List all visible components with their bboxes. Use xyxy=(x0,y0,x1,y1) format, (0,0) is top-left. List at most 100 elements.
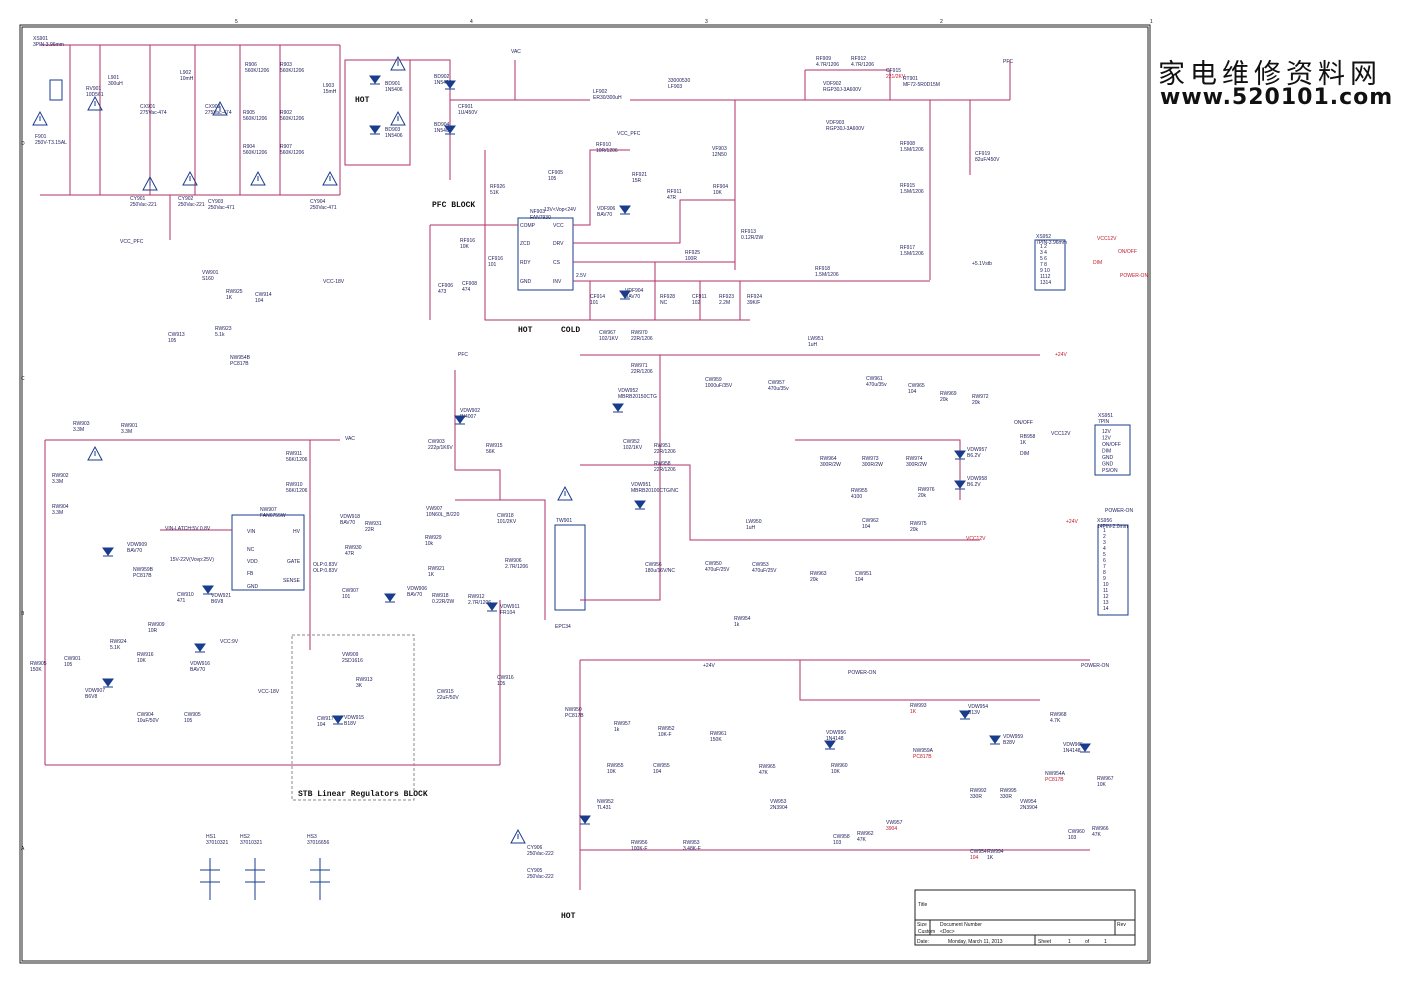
xs956-pin-4: 4 xyxy=(1103,546,1106,552)
border-row-1: C xyxy=(21,376,25,382)
border-col-3: 2 xyxy=(940,19,943,25)
nw959b-value: PC817B xyxy=(133,573,152,579)
vdf904-ref: VDF904 xyxy=(625,288,644,294)
cw951-ref: CW951 xyxy=(855,571,872,577)
rw902-value: 3.3M xyxy=(52,479,63,485)
rw916-ref: RW916 xyxy=(137,652,154,658)
vdf902-value: RGP30J-3A600V xyxy=(823,87,862,93)
rw929-value: 10k xyxy=(425,541,434,547)
sheet-border-inner xyxy=(21,26,1149,962)
cf908-ref: CF908 xyxy=(462,281,477,287)
nf903-pin-zcd: ZCD xyxy=(520,241,531,247)
vw953-ref: VW953 xyxy=(770,799,787,805)
lf902-ref: LF902 xyxy=(593,89,607,95)
net-on_off_con: ON/OFF xyxy=(1014,420,1033,426)
cw962-ref: CW962 xyxy=(862,518,879,524)
rw925-ref: RW925 xyxy=(226,289,243,295)
r902-value: 560K/1206 xyxy=(280,116,304,122)
warning-triangle-icon xyxy=(87,95,103,111)
xs951-pin-1: 12V xyxy=(1102,429,1112,435)
xs952-ref: XS952 xyxy=(1036,234,1051,240)
cf915-ref: CF915 xyxy=(886,68,901,74)
nw959b-ref: NW959B xyxy=(133,567,154,573)
xs951-pin-7: PS/ON xyxy=(1102,468,1118,474)
nw907-pin-sense: SENSE xyxy=(283,578,301,584)
cw917-ref: CW917 xyxy=(317,716,334,722)
vdw916-ref: VDW916 xyxy=(190,661,210,667)
r904-value: 560K/1206 xyxy=(243,150,267,156)
rw955-value: 4100 xyxy=(851,494,862,500)
nf903-pin-rdy: RDY xyxy=(520,260,531,266)
rw960-ref: RW960 xyxy=(831,763,848,769)
rt901-ref: RT901 xyxy=(903,76,918,82)
rw924-ref: RW924 xyxy=(110,639,127,645)
rw901-value: 3.3M xyxy=(121,429,132,435)
nw954a-ref: NW954A xyxy=(1045,771,1066,777)
hs1-value: 37010321 xyxy=(206,840,228,846)
vdw911-value: FR104 xyxy=(500,610,515,616)
net-vcc_pfc_left: VCC_PFC xyxy=(120,239,144,245)
rw951-value: 22R/1206 xyxy=(654,449,676,455)
diode-icon xyxy=(954,450,966,460)
rf924-ref: RF924 xyxy=(747,294,762,300)
rw923-ref: RW923 xyxy=(215,326,232,332)
warning-triangle-icon xyxy=(142,175,158,191)
rw965-value: 47K xyxy=(759,770,769,776)
rw916-value: 10K xyxy=(137,658,147,664)
warning-triangle-icon xyxy=(390,55,406,71)
rw906-value: 2.7R/1206 xyxy=(505,564,528,570)
vdw909-value: BAV70 xyxy=(127,548,142,554)
bd903-ref: BD903 xyxy=(385,127,401,133)
rw964-ref: RW964 xyxy=(820,456,837,462)
rw974-value: 300R/2W xyxy=(906,462,927,468)
warning-triangle-icon xyxy=(557,485,573,501)
xs901-ref: XS901 xyxy=(33,36,48,42)
vdw911-ref: VDW911 xyxy=(500,604,520,610)
rf925-ref: RF925 xyxy=(685,250,700,256)
rw955b-ref: RW955 xyxy=(607,763,624,769)
cx902-ref: CX902 xyxy=(205,104,221,110)
rw918-ref: RW918 xyxy=(432,593,449,599)
xs952-pin-6: 1112 xyxy=(1040,274,1051,280)
rw921-ref: RW921 xyxy=(428,566,445,572)
xs952-pin-1: 1 2 xyxy=(1040,244,1047,250)
vdw906-ref: VDW906 xyxy=(407,586,427,592)
cw914-ref: CW914 xyxy=(255,292,272,298)
hs2-ref: HS2 xyxy=(240,834,250,840)
rw963-ref: RW963 xyxy=(810,571,827,577)
cw950-value: 470uF/25V xyxy=(705,567,730,573)
cw961-ref: CW961 xyxy=(866,376,883,382)
pfc-section xyxy=(429,60,1011,321)
rw957-ref: RW957 xyxy=(614,721,631,727)
rw970-ref: RW970 xyxy=(631,330,648,336)
warning-triangle-icon xyxy=(87,445,103,461)
rw901-ref: RW901 xyxy=(121,423,138,429)
rw910-value: 56K/1206 xyxy=(286,488,308,494)
sheet-border xyxy=(19,24,1151,964)
xs956-pin-1: 1 xyxy=(1103,528,1106,534)
vw907-value: 10N60L_B/220 xyxy=(426,512,460,518)
vdw954-ref: VDW954 xyxy=(968,704,988,710)
stb-block-label: STB Linear Regulators BLOCK xyxy=(298,790,428,799)
nw907-pin-gnd: GND xyxy=(247,584,259,590)
lw950-ref: LW950 xyxy=(746,519,762,525)
l901-value: 300uH xyxy=(108,81,123,87)
rw960-value: 10K xyxy=(831,769,841,775)
rw969-ref: RW969 xyxy=(940,391,957,397)
rt901-value: MF72-5R0D15M xyxy=(903,82,940,88)
cw951-value: 104 xyxy=(855,577,864,583)
bd902-value: 1N5406 xyxy=(434,80,452,86)
net-dim_con: DIM xyxy=(1020,451,1029,457)
rw993-value: 1K xyxy=(910,709,917,715)
cw916-value: 105 xyxy=(497,681,506,687)
cw962-value: 104 xyxy=(862,524,871,530)
r907-ref: R907 xyxy=(280,144,292,150)
rw992-ref: RW992 xyxy=(970,788,987,794)
rf923-value: 2.2M xyxy=(719,300,730,306)
vdw902-value: IN4007 xyxy=(460,414,476,420)
cw967-value: 102/1KV xyxy=(599,336,619,342)
xs952-value: 7PIN-3.96mm xyxy=(1036,240,1067,246)
rw965-ref: RW965 xyxy=(759,764,776,770)
cf906-ref: CF906 xyxy=(438,283,453,289)
rw971-ref: RW971 xyxy=(631,363,648,369)
